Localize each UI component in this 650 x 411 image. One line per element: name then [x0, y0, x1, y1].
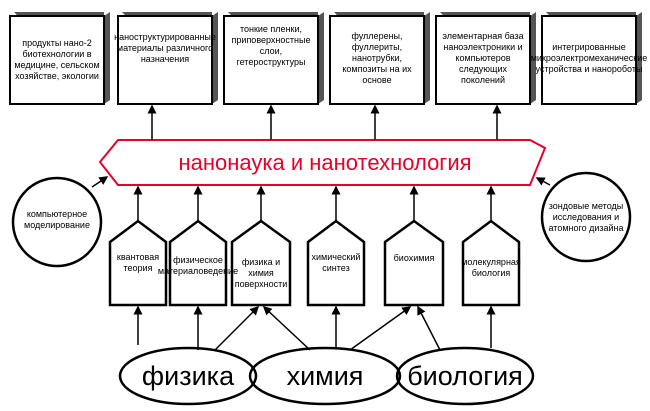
science-physics: физика [141, 360, 235, 391]
house-5-label: биохимия [393, 252, 435, 263]
top-boxes [9, 15, 637, 105]
house-3-label: физика и химия поверхности [234, 256, 288, 289]
top-box-3: тонкие пленки, приповерхностные слои, ге… [231, 24, 311, 67]
houses [108, 219, 521, 307]
arrows [91, 104, 551, 351]
house-2-label: физическое материаловедение [157, 255, 239, 276]
house-4-label: химический синтез [311, 252, 361, 273]
science-biology: биология [407, 360, 523, 391]
banner-title: нанонаука и нанотехнология [178, 150, 472, 175]
top-box-2: наноструктурированные материалы различно… [114, 31, 216, 64]
house-6-label: молекулярная биология [461, 257, 521, 278]
circle-left-label: компьютерное моделирование [24, 209, 90, 230]
top-box-6: интегрированные микроэлектромеханические… [530, 41, 648, 74]
circle-right-label: зондовые методы исследования и атомного … [548, 200, 624, 233]
science-chemistry: химия [286, 360, 364, 391]
banner-shape [98, 139, 547, 186]
house-1-label: квантовая теория [116, 252, 160, 273]
top-box-5: элементарная база наноэлектроники и комп… [442, 30, 524, 85]
top-box-1: продукты нано-2 биотехнологии в медицине… [14, 38, 100, 81]
science-ellipses [118, 346, 535, 406]
circles [11, 171, 632, 268]
top-box-4: фуллерены, фуллериты, нанотрубки, композ… [342, 30, 412, 85]
